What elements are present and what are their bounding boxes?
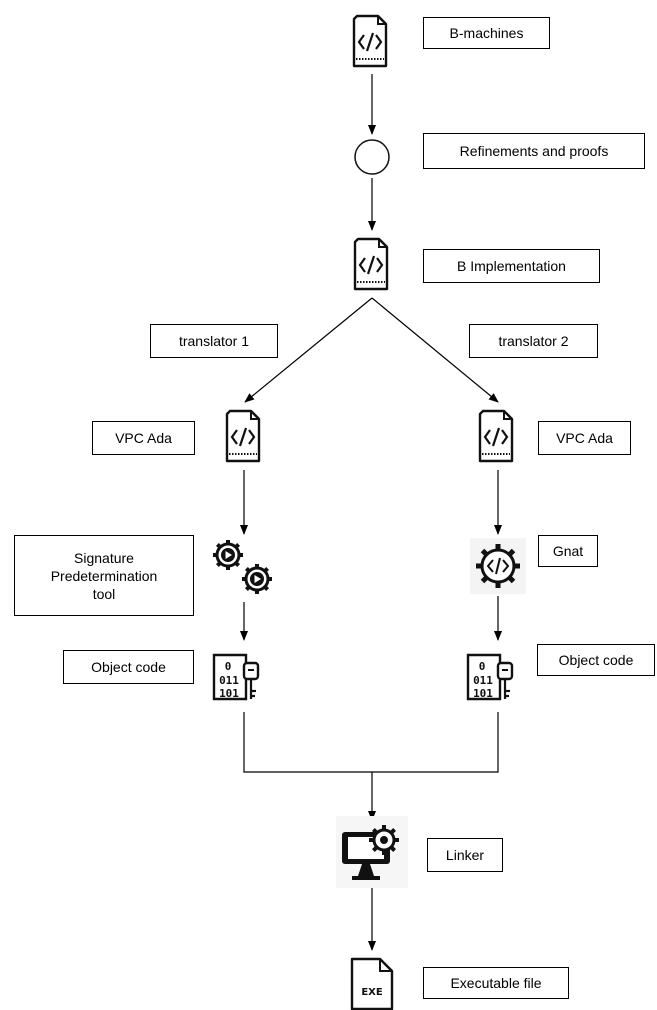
code-file-icon xyxy=(352,14,388,68)
exe-glyph: EXE xyxy=(361,987,383,998)
arrow-implementation-vpc-left xyxy=(244,297,373,403)
binary-key-icon xyxy=(466,653,514,702)
gears-play-icon xyxy=(211,538,274,596)
arrow-implementation-vpc-right xyxy=(371,297,499,403)
vpc-ada-left-label: VPC Ada xyxy=(92,421,195,455)
refinements-label: Refinements and proofs xyxy=(423,133,645,169)
signature-tool-line-3: tool xyxy=(92,585,116,602)
signature-tool-line-1: Signature xyxy=(74,549,134,566)
translator-2-label: translator 2 xyxy=(469,324,598,358)
code-file-icon xyxy=(353,237,389,291)
code-file-icon xyxy=(478,409,514,463)
exe-file-icon: EXE xyxy=(350,957,394,1010)
vpc-ada-right-label: VPC Ada xyxy=(538,421,631,455)
connector-objcode-merge xyxy=(243,712,499,773)
gnat-label: Gnat xyxy=(538,535,598,567)
executable-file-label: Executable file xyxy=(423,967,569,999)
translator-1-label: translator 1 xyxy=(150,324,278,358)
object-code-left-label: Object code xyxy=(63,650,194,684)
object-code-right-label: Object code xyxy=(537,644,655,676)
refinement-circle-node xyxy=(354,139,390,175)
linker-label: Linker xyxy=(427,838,503,872)
monitor-gear-icon xyxy=(336,816,408,888)
signature-tool-label: Signature Predetermination tool xyxy=(14,535,194,616)
gear-code-icon xyxy=(470,538,526,594)
b-machines-label: B-machines xyxy=(423,17,550,49)
code-file-icon xyxy=(225,409,261,463)
binary-key-icon xyxy=(212,653,260,702)
signature-tool-line-2: Predetermination xyxy=(50,567,158,584)
b-implementation-label: B Implementation xyxy=(423,249,600,283)
